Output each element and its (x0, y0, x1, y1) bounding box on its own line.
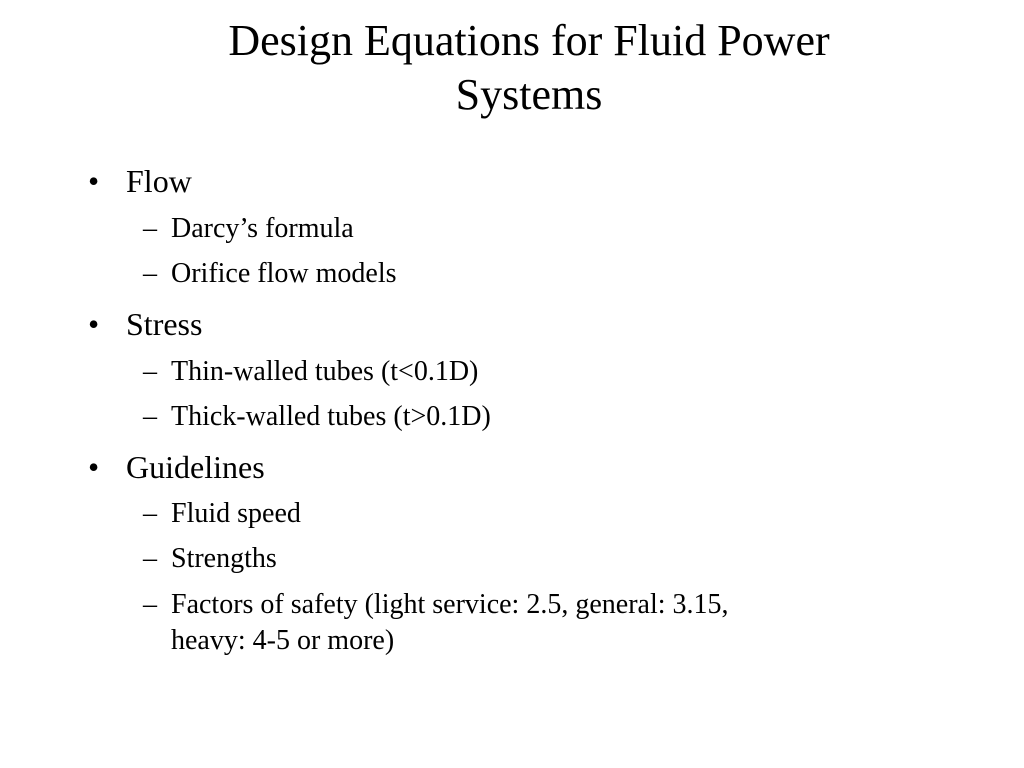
sub-marker: – (143, 498, 157, 529)
subitem-label: Orifice flow models (171, 258, 397, 289)
sub-marker: – (143, 356, 157, 387)
subitem-label: Factors of safety (light service: 2.5, g… (171, 589, 729, 620)
bullet-marker: • (88, 306, 100, 342)
subitem-label: Darcy’s formula (171, 213, 354, 244)
bullet-flow-label: Flow (126, 163, 192, 199)
subitem-label: Fluid speed (171, 498, 301, 529)
bullet-marker: • (88, 163, 100, 199)
title-line-2: Systems (455, 70, 603, 119)
subitem-label: Strengths (171, 543, 277, 574)
sub-marker: – (143, 401, 157, 432)
subitem-label: Thin-walled tubes (t<0.1D) (171, 356, 479, 387)
subitem-label-continued: heavy: 4-5 or more) (171, 625, 395, 656)
bullet-marker: • (88, 449, 100, 485)
title-line-1: Design Equations for Fluid Power (228, 16, 830, 65)
slide-title: Design Equations for Fluid Power Systems (100, 14, 958, 122)
sub-marker: – (143, 258, 157, 289)
subitem-label: Thick-walled tubes (t>0.1D) (171, 401, 491, 432)
sub-marker: – (143, 589, 157, 620)
bullet-guidelines-label: Guidelines (126, 449, 265, 485)
sub-marker: – (143, 213, 157, 244)
bullet-stress-label: Stress (126, 306, 203, 342)
sub-marker: – (143, 543, 157, 574)
